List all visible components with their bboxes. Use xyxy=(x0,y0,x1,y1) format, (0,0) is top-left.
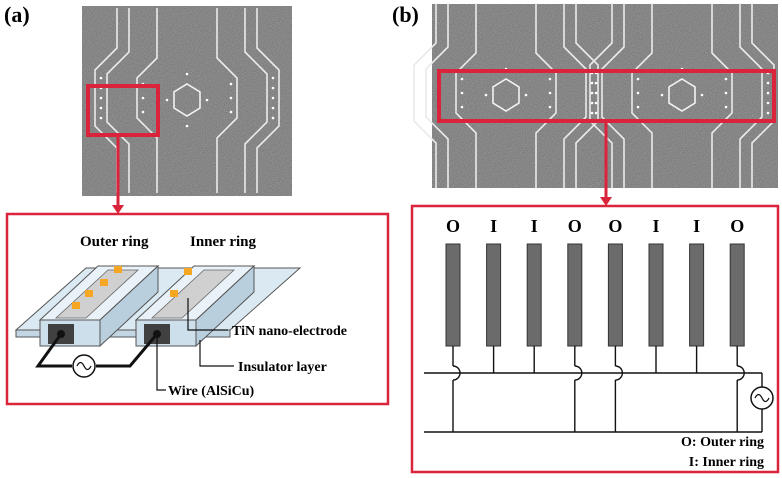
electrode-letter: O xyxy=(568,216,582,236)
electrode-letter: I xyxy=(693,216,700,236)
electrode-stack xyxy=(14,264,302,348)
micrograph-b xyxy=(413,2,778,189)
electrode-letter: O xyxy=(446,216,460,236)
electrode-bar xyxy=(607,243,623,347)
electrode-bar xyxy=(689,243,705,347)
electrode-bar xyxy=(729,243,745,347)
electrode-bar xyxy=(648,243,664,347)
highlight-box-a xyxy=(86,84,160,137)
electrode-letter: I xyxy=(531,216,538,236)
panel-label-a: (a) xyxy=(4,2,30,27)
electrode-bar xyxy=(486,243,502,347)
micrograph-a xyxy=(82,6,292,196)
ac-source-icon-a xyxy=(72,354,96,378)
electrode-letter: I xyxy=(490,216,497,236)
callout-insulator: Insulator layer xyxy=(238,360,327,375)
legend-inner: I: Inner ring xyxy=(689,455,764,470)
electrode-letter: I xyxy=(652,216,659,236)
callout-electrode: TiN nano-electrode xyxy=(232,324,347,339)
wire-loop-a xyxy=(35,333,159,368)
highlight-box-b xyxy=(437,69,776,123)
wire-crossover xyxy=(452,365,461,381)
wire-crossover xyxy=(737,365,745,381)
connector-arrow-a xyxy=(112,205,124,214)
ac-source-icon-b xyxy=(750,386,774,410)
callout-leaders-a xyxy=(156,298,234,391)
panel-label-b: (b) xyxy=(392,2,419,27)
electrode-bar xyxy=(445,243,461,347)
electrode-bar xyxy=(567,243,583,347)
inner-ring-label: Inner ring xyxy=(190,234,256,250)
wire-crossover xyxy=(574,365,583,381)
wire-crossover xyxy=(615,365,624,381)
electrode-letter: O xyxy=(730,216,744,236)
callout-wire: Wire (AlSiCu) xyxy=(168,384,255,399)
outer-ring-label: Outer ring xyxy=(80,234,149,250)
connector-arrow-b xyxy=(600,197,612,206)
electrode-bar xyxy=(526,243,542,347)
detail-frame-b xyxy=(410,204,780,474)
electrode-letter: O xyxy=(608,216,622,236)
circuit-b xyxy=(424,346,763,433)
electrode-bar-row xyxy=(445,243,745,347)
legend-outer: O: Outer ring xyxy=(681,435,764,450)
